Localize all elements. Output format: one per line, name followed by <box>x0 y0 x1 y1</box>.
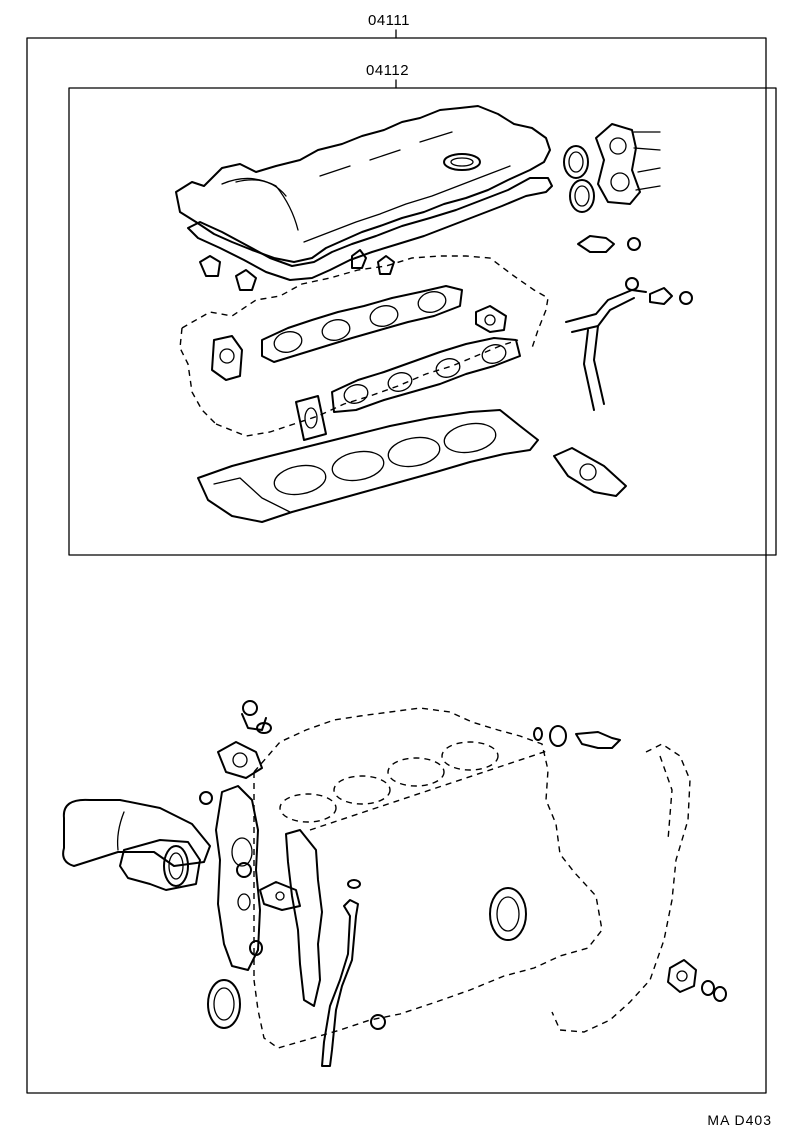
cylinder-head-gasket <box>197 409 539 523</box>
timing-case-gasket <box>215 785 263 971</box>
water-inlet-housing <box>119 839 201 891</box>
oil-level-gauge-guide <box>321 879 361 1067</box>
spark-plug-tube-gaskets <box>199 249 395 291</box>
drain-plug-seat <box>370 1014 386 1030</box>
illustration-reference: MA D403 <box>707 1112 772 1128</box>
kit-part-number-04111: 04111 <box>368 12 410 29</box>
vacuum-pipe-assembly <box>565 277 693 411</box>
knock-sensor-and-seals <box>533 725 621 749</box>
crankshaft-front-oil-seal <box>207 979 241 1029</box>
exhaust-manifold-gasket <box>331 337 521 413</box>
timing-cover-gasket <box>285 829 323 1007</box>
water-inlet-gasket <box>163 845 189 887</box>
distributor-housing-gasket <box>595 123 661 205</box>
intake-manifold-gasket <box>261 285 463 363</box>
crankshaft-rear-oil-seal <box>489 887 527 941</box>
oil-filler-cap <box>443 153 481 171</box>
kit-part-number-04112: 04112 <box>366 62 410 79</box>
cylinder-head-cover-gasket <box>187 177 553 281</box>
cylinder-head <box>179 255 549 437</box>
egr-valve-gasket <box>475 305 507 333</box>
inner-kit-frame <box>68 87 777 556</box>
oil-pump-gasket <box>217 700 272 779</box>
throttle-body-gasket <box>553 447 627 497</box>
small-o-ring <box>199 791 213 805</box>
oil-pan <box>551 743 691 1033</box>
cylinder-block <box>253 707 603 1049</box>
water-inlet-pipe <box>62 798 211 867</box>
exhaust-flange-gasket <box>295 395 327 441</box>
cylinder-head-cover <box>175 105 551 263</box>
water-outlet-gasket <box>211 335 243 381</box>
outer-kit-frame <box>26 37 767 1094</box>
oil-pressure-switch <box>577 235 641 253</box>
camshaft-oil-seals <box>563 145 595 213</box>
oil-pan-drain-gasket <box>667 959 727 1002</box>
oil-filter-bracket-gasket <box>259 881 301 911</box>
